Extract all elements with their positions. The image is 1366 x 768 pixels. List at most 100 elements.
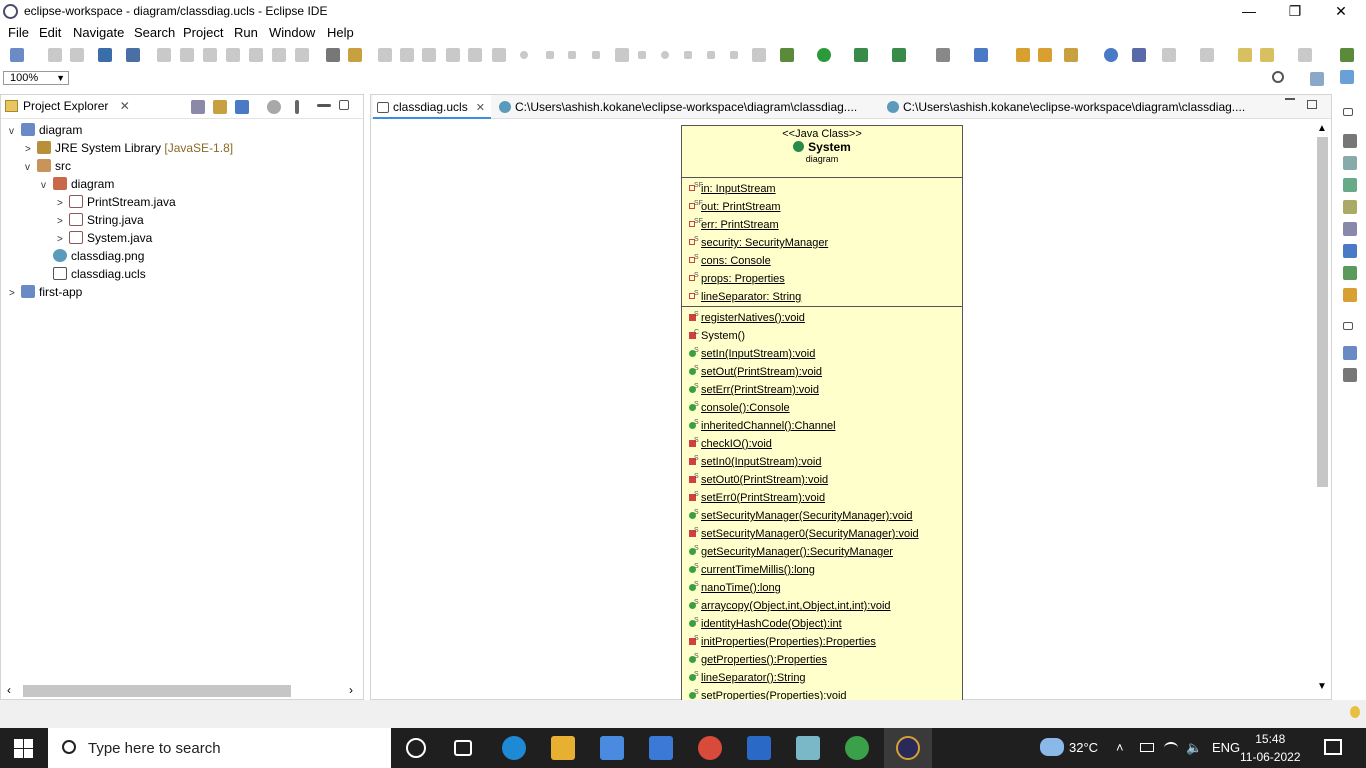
palette-icon[interactable] xyxy=(1343,200,1357,214)
toggle-icon[interactable] xyxy=(1132,48,1146,62)
diamond-icon[interactable] xyxy=(546,51,554,59)
menu-run[interactable]: Run xyxy=(234,25,258,40)
expand-icon[interactable]: v xyxy=(41,180,46,191)
save-icon[interactable] xyxy=(48,48,62,62)
match-height-icon[interactable] xyxy=(492,48,506,62)
menu-navigate[interactable]: Navigate xyxy=(73,25,125,40)
windows-start-icon[interactable] xyxy=(14,739,33,758)
tree-item-first-app[interactable]: >first-app xyxy=(9,283,82,301)
expand-icon[interactable]: v xyxy=(9,126,14,137)
expand-icon[interactable]: > xyxy=(57,234,63,245)
coverage-icon[interactable] xyxy=(854,48,868,62)
match-width-icon[interactable] xyxy=(468,48,482,62)
run-icon[interactable] xyxy=(817,48,831,62)
battery-icon[interactable] xyxy=(1140,743,1154,752)
expand-icon[interactable]: > xyxy=(57,216,63,227)
square-icon[interactable] xyxy=(730,51,738,59)
expand-icon[interactable]: v xyxy=(25,162,30,173)
clock[interactable]: 15:48 11-06-2022 xyxy=(1240,730,1301,766)
tree-item-printstream[interactable]: >PrintStream.java xyxy=(57,193,176,211)
view-menu-icon[interactable] xyxy=(295,100,299,114)
wifi-icon[interactable] xyxy=(1164,742,1178,754)
marker-icon[interactable] xyxy=(348,48,362,62)
hierarchy-icon[interactable] xyxy=(1343,178,1357,192)
connector-icon[interactable] xyxy=(615,48,629,62)
task-list-icon[interactable] xyxy=(1343,156,1357,170)
chevron-up-icon[interactable]: ˄ xyxy=(1116,740,1124,755)
maximize-button[interactable]: ❐ xyxy=(1288,3,1302,19)
terminate-icon[interactable] xyxy=(203,48,217,62)
scroll-thumb[interactable] xyxy=(23,685,291,697)
expand-icon[interactable]: > xyxy=(9,288,15,299)
taskbar-search[interactable]: Type here to search xyxy=(48,728,391,768)
minimize-editor-icon[interactable] xyxy=(1285,98,1295,100)
language-indicator[interactable]: ENG xyxy=(1212,740,1241,755)
save-all-icon[interactable] xyxy=(70,48,84,62)
scroll-up-icon[interactable]: ▲ xyxy=(1317,123,1327,134)
search-view-icon[interactable] xyxy=(1343,288,1357,302)
restore-icon[interactable] xyxy=(1343,108,1353,116)
shape-icon[interactable] xyxy=(638,51,646,59)
step-over-icon[interactable] xyxy=(272,48,286,62)
layout-icon[interactable] xyxy=(378,48,392,62)
tab-image-1[interactable]: C:\Users\ashish.kokane\eclipse-workspace… xyxy=(495,95,875,119)
eclipse-taskbar-button[interactable] xyxy=(884,728,932,768)
open-task-icon[interactable] xyxy=(326,48,340,62)
weather-icon[interactable] xyxy=(1040,738,1064,756)
close-view-icon[interactable]: ✕ xyxy=(119,99,130,113)
store-icon[interactable] xyxy=(600,736,624,760)
disconnect-icon[interactable] xyxy=(226,48,240,62)
console-icon[interactable] xyxy=(1343,244,1357,258)
file-explorer-icon[interactable] xyxy=(551,736,575,760)
chrome-icon[interactable] xyxy=(698,736,722,760)
photos-icon[interactable] xyxy=(747,736,771,760)
menu-file[interactable]: File xyxy=(8,25,29,40)
weather-temp[interactable]: 32°C xyxy=(1069,740,1099,755)
scroll-thumb[interactable] xyxy=(1317,137,1328,487)
minimize-button[interactable]: — xyxy=(1242,3,1256,19)
circle-icon[interactable] xyxy=(661,51,669,59)
step-into-icon[interactable] xyxy=(249,48,263,62)
collapse-all-icon[interactable] xyxy=(191,100,205,114)
menu-search[interactable]: Search xyxy=(134,25,176,40)
expand-icon[interactable]: > xyxy=(57,198,63,209)
mail-icon[interactable] xyxy=(649,736,673,760)
filter-icon[interactable] xyxy=(235,100,249,114)
align-center-icon[interactable] xyxy=(422,48,436,62)
menu-window[interactable]: Window xyxy=(269,25,316,40)
back-icon[interactable] xyxy=(1260,48,1274,62)
triangle-icon[interactable] xyxy=(568,51,576,59)
focus-icon[interactable] xyxy=(267,100,281,114)
align-icon[interactable] xyxy=(400,48,414,62)
tree-item-classdiag-ucls[interactable]: classdiag.ucls xyxy=(41,265,146,283)
link-icon[interactable] xyxy=(752,48,766,62)
chrome-profile-icon[interactable] xyxy=(845,736,869,760)
close-button[interactable]: ✕ xyxy=(1335,3,1347,19)
scroll-down-icon[interactable]: ▼ xyxy=(1317,681,1327,692)
link-editor-icon[interactable] xyxy=(213,100,227,114)
resume-icon[interactable] xyxy=(157,48,171,62)
tree-item-jre[interactable]: >JRE System Library [JavaSE-1.8] xyxy=(25,139,233,157)
open-perspective-icon[interactable] xyxy=(1310,72,1324,86)
project-explorer-tab[interactable]: Project Explorer ✕ xyxy=(5,99,130,113)
web-browser-icon[interactable] xyxy=(1104,48,1118,62)
terminal-icon[interactable] xyxy=(98,48,112,62)
